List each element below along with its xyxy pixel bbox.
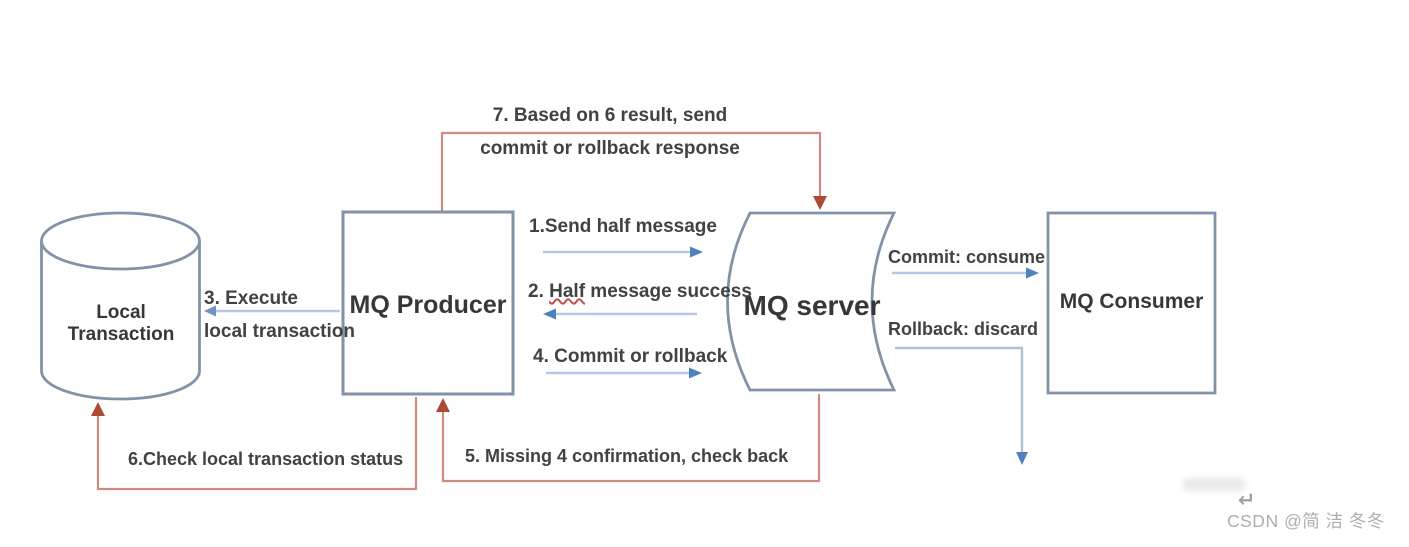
- mq-consumer-box: [1046, 211, 1217, 395]
- edge-6-label: 6.Check local transaction status: [128, 449, 404, 469]
- edge-2-label: 2. Half message success: [528, 281, 752, 303]
- mq-server-label: MQ server: [743, 290, 881, 321]
- edge-rollback-arrowhead-icon: [1016, 452, 1028, 465]
- edge-2-label-prefix: 2.: [528, 281, 550, 302]
- edge-6-line: [96, 397, 418, 491]
- edge-2-label-suffix: message success: [585, 281, 752, 302]
- local-transaction-label: Local Transaction: [67, 302, 175, 345]
- edge-rollback-line: [895, 346, 1024, 452]
- edge-5-arrowhead-icon: [436, 398, 450, 412]
- edge-2-label-misspelled-word: Half: [549, 281, 586, 302]
- mq-producer-label: MQ Producer: [349, 291, 507, 319]
- edge-4-arrowhead-icon: [689, 367, 702, 379]
- edge-7-arrowhead-icon: [813, 196, 827, 210]
- mq-consumer-label: MQ Consumer: [1059, 290, 1204, 313]
- edge-1-arrowhead-icon: [690, 246, 703, 258]
- return-symbol-icon: ↵: [1238, 489, 1256, 512]
- edge-4-label: 4. Commit or rollback: [533, 346, 728, 367]
- mq-server-shape: [726, 211, 897, 392]
- edge-5-label: 5. Missing 4 confirmation, check back: [465, 446, 789, 466]
- local-transaction-cylinder: [40, 211, 201, 401]
- edge-5-line: [441, 394, 821, 483]
- edge-2-arrowhead-icon: [543, 308, 556, 320]
- edge-3-arrowhead-icon: [204, 305, 216, 317]
- edge-3-label: 3. Execute local transaction: [204, 288, 355, 342]
- edge-rollback-label: Rollback: discard: [888, 319, 1039, 339]
- faint-watermark-smudge: [1183, 478, 1245, 491]
- edge-7-line: [440, 131, 822, 211]
- edge-commit-label: Commit: consume: [888, 247, 1046, 267]
- edge-1-label: 1.Send half message: [529, 216, 717, 237]
- edge-6-arrowhead-icon: [91, 402, 105, 416]
- edge-commit-arrowhead-icon: [1026, 267, 1039, 279]
- mq-producer-box: [341, 210, 515, 396]
- edge-7-label: 7. Based on 6 result, send commit or rol…: [480, 105, 740, 159]
- csdn-watermark: CSDN @简 洁 冬冬: [1227, 511, 1385, 531]
